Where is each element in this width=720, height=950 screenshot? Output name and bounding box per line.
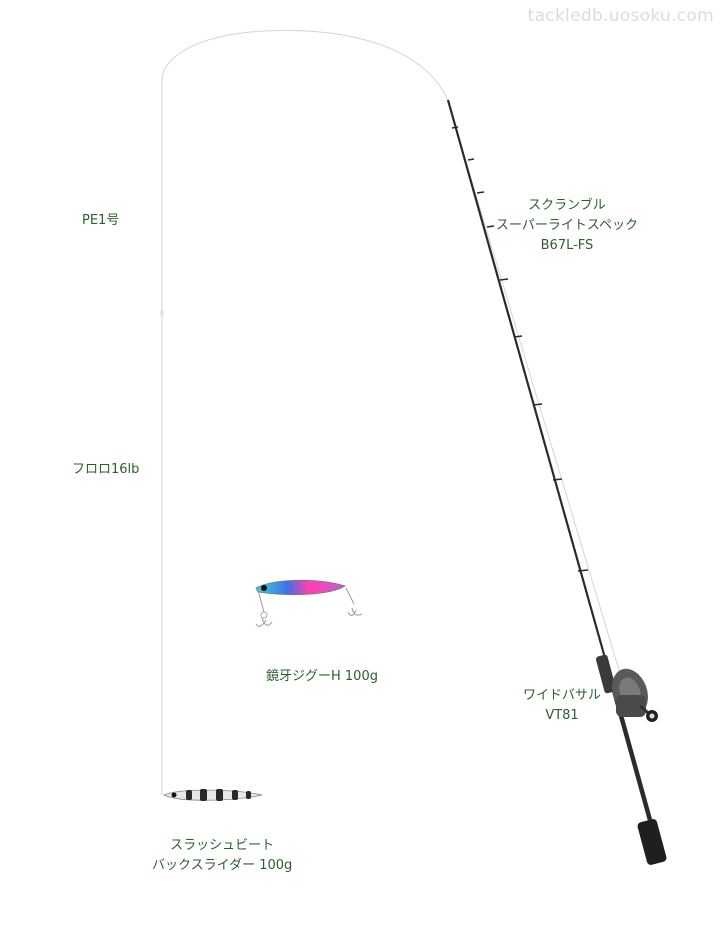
rod-line xyxy=(447,101,623,681)
reel-name-line1: ワイドバサル xyxy=(523,688,602,703)
jig-lure-1 xyxy=(255,579,363,627)
line-knot xyxy=(160,309,164,317)
rod-name-line3: B67L-FS xyxy=(540,238,594,253)
fishing-line xyxy=(161,29,449,795)
lure-2-name-line1: スラッシュビート xyxy=(170,838,275,853)
jig-lure-2 xyxy=(163,789,263,801)
leader-line-text: フロロ16lb xyxy=(72,462,140,477)
lure-1-name: 鏡牙ジグーH 100g xyxy=(266,669,378,684)
rod-label: スクランブル スーパーライトスペック B67L-FS xyxy=(496,196,638,256)
lure-1-label: 鏡牙ジグーH 100g xyxy=(266,667,378,687)
leader-line-label: フロロ16lb xyxy=(72,460,139,480)
main-line-label: PE1号 xyxy=(82,211,119,231)
lure-2-label: スラッシュビート バックスライダー 100g xyxy=(152,836,292,876)
rod-name-line1: スクランブル xyxy=(528,198,606,213)
main-line-text: PE1号 xyxy=(82,213,120,228)
lure-2-name-line2: バックスライダー 100g xyxy=(152,858,293,873)
rod-name-line2: スーパーライトスペック xyxy=(496,218,638,233)
reel-illustration xyxy=(612,668,658,722)
site-watermark: tackledb.uosoku.com xyxy=(527,6,714,26)
reel-name-line2: VT81 xyxy=(545,708,579,723)
reel-label: ワイドバサル VT81 xyxy=(523,686,601,726)
